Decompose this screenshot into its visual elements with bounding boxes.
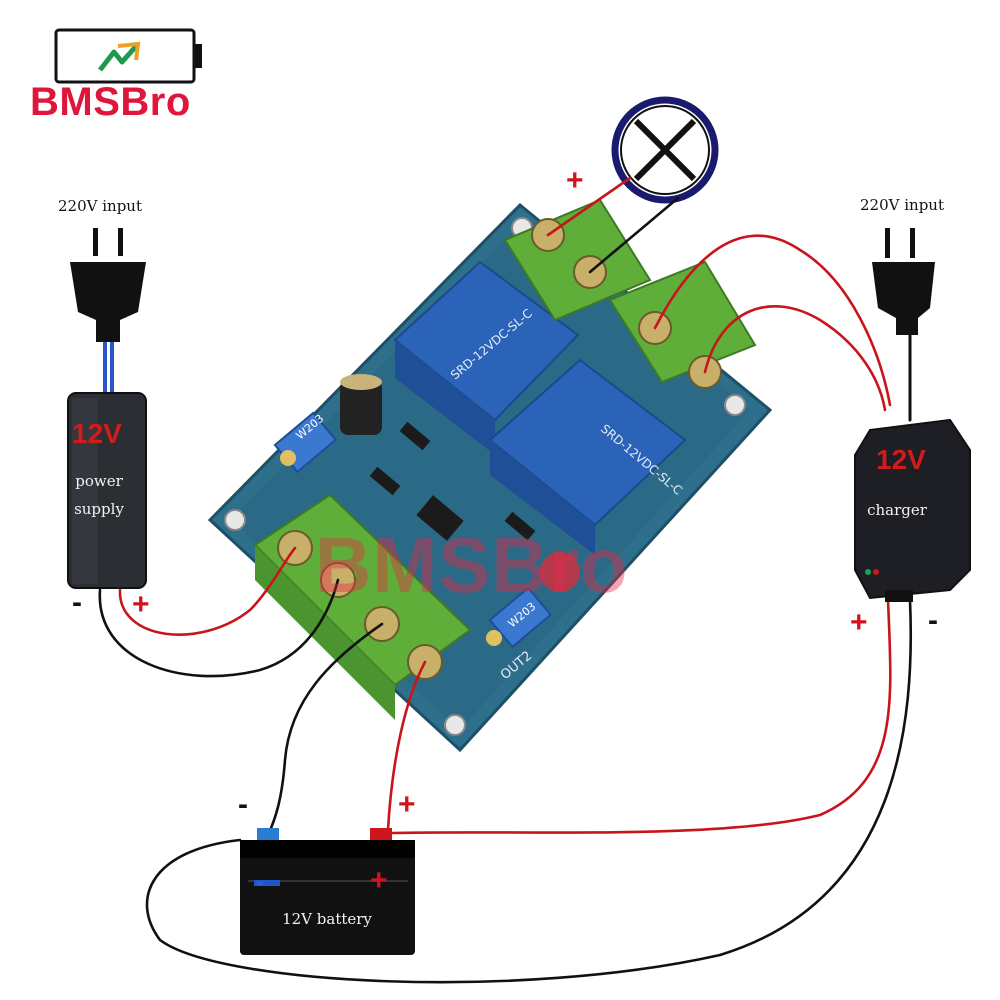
right-input-label: 220V input <box>860 196 944 214</box>
battery-face-positive: + <box>370 864 388 897</box>
power-supply-label-1: power <box>75 472 123 490</box>
battery-positive-terminal: + <box>398 788 416 821</box>
lamp-icon <box>611 96 719 204</box>
potentiometer-1: W203 <box>273 411 338 474</box>
capacitor <box>340 374 382 435</box>
bottom-terminal-block <box>253 493 472 720</box>
power-supply-positive: + <box>132 588 150 621</box>
power-supply <box>67 392 147 589</box>
ic-chip <box>369 421 536 541</box>
battery-face-negative: - <box>256 866 265 896</box>
potentiometer-2: W203 <box>486 586 553 649</box>
brand-watermark: BMSBro <box>315 521 629 609</box>
wires <box>98 176 913 984</box>
indicator-led <box>540 552 580 592</box>
power-supply-negative: - <box>72 586 82 619</box>
relay-1: SRD-12VDC-SL-C <box>393 260 580 455</box>
charger-positive: + <box>850 606 868 639</box>
brand-logo-text: BMSBro <box>30 80 191 124</box>
power-supply-voltage: 12V <box>72 418 122 449</box>
battery-12v <box>240 828 415 955</box>
left-plug-icon <box>70 228 146 342</box>
right-plug-icon <box>872 228 935 335</box>
charger <box>854 418 971 602</box>
relay-2: SRD-12VDC-SL-C <box>488 358 687 555</box>
charger-voltage: 12V <box>876 444 926 475</box>
power-supply-label-2: supply <box>74 500 124 518</box>
top-terminal-block <box>503 198 757 389</box>
left-input-label: 220V input <box>58 197 142 215</box>
charger-label: charger <box>867 501 927 519</box>
battery-label: 12V battery <box>282 910 372 928</box>
battery-negative-terminal: - <box>238 788 248 821</box>
charger-negative: - <box>928 604 938 637</box>
brand-logo-battery-icon <box>54 28 202 84</box>
lamp-positive: + <box>566 164 584 197</box>
